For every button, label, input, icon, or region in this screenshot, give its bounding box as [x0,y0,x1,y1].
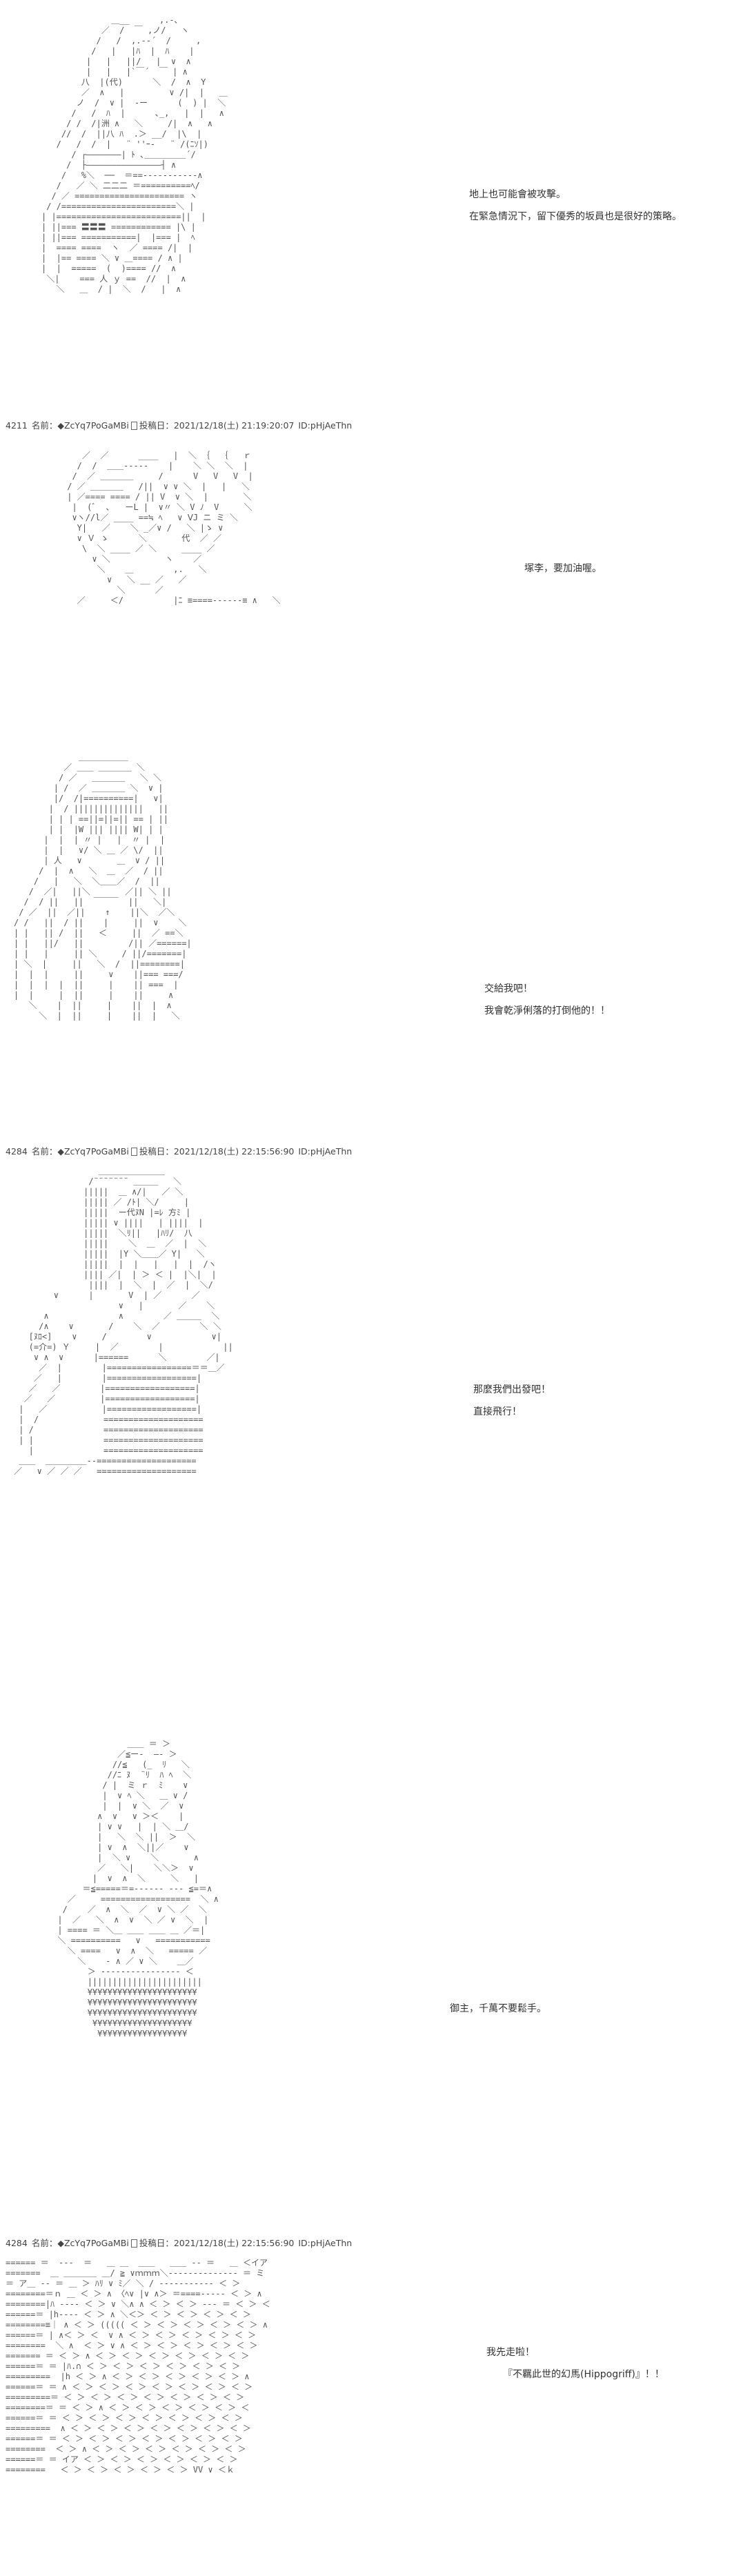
post-id: ID:pHjAeThn [298,2238,353,2248]
post-trip: ◆ZcYq7PoGaMBi [57,420,129,431]
panel-2: ／ ／ ____ | ＼ ｛ ｛ ｒ / / ＿＿-‐‐‐‐ | ＼ ＼ ＼ |… [0,431,732,728]
post-number: 4211 [6,420,28,431]
ascii-art-character: ＿__ ,.-､ ／ / ￣ ,ノ/ ヽ / / ,.-‐´ / , / | |… [41,15,228,294]
ascii-art-character: ＿＿＿＿＿＿＿＿ /¨¨¨¨¨¨¨ ＿＿＿ ＼ ||||| ＿ ∧/| ／ ＼ … [14,1166,233,1476]
post-name-label: 名前： [31,2238,58,2248]
dialogue-block-1: 地上也可能會被攻擊。 在緊急情況下，留下優秀的坂員也是很好的策略。 [469,188,682,223]
post-date: 投稿日：2021/12/18(土) 21:19:20:07 [139,420,295,431]
missing-glyph-icon [130,2239,137,2248]
panel-4: ＿＿＿＿＿＿＿＿ /¨¨¨¨¨¨¨ ＿＿＿ ＼ ||||| ＿ ∧/| ／ ＼ … [0,1159,732,1711]
dialogue-line: 『不羈此世的幻馬(Hippogriff)』！！ [503,2369,664,2380]
post-trip: ◆ZcYq7PoGaMBi [57,2238,129,2248]
dialogue-line: 地上也可能會被攻擊。 [469,189,566,200]
ascii-art-character: ====== ＝ ‐‐‐ ＝ ＿ ＿ ＿＿ ＿＿ ‐‐ ＝ ＿ ＜イア ====… [6,2258,270,2475]
dialogue-line: 交給我吧！ [484,983,533,994]
dialogue-line: 那麼我們出發吧！ [473,1384,551,1395]
missing-glyph-icon [130,422,137,430]
post-id: ID:pHjAeThn [298,1146,353,1157]
post-name-label: 名前： [31,1146,58,1157]
dialogue-block-6: 我先走啦！ 『不羈此世的幻馬(Hippogriff)』！！ [486,2346,664,2381]
ascii-art-character: ／ ／ ____ | ＼ ｛ ｛ ｒ / / ＿＿-‐‐‐‐ | ＼ ＼ ＼ |… [67,451,281,605]
dialogue-line: 我先走啦！ [486,2347,535,2358]
post-number: 4284 [6,1146,28,1157]
panel-5: ＿＿ ＝ ＞ ／≦ー‐ ―‐ ＞ //≦ (_ ﾘ ＼ //ﾆ ﾇ ¨ﾘ ﾊ ﾍ… [0,1725,732,2229]
panel-1: ＿__ ,.-､ ／ / ￣ ,ノ/ ヽ / / ,.-‐´ / , / | |… [0,0,732,414]
post-date: 投稿日：2021/12/18(土) 22:15:56:90 [139,1146,295,1157]
post-id: ID:pHjAeThn [298,420,353,431]
dialogue-block-4: 那麼我們出發吧！ 直接飛行！ [473,1384,551,1418]
dialogue-line: 我會乾淨俐落的打倒他的！！ [484,1005,610,1016]
dialogue-line: 御主，千萬不要鬆手。 [450,2003,546,2014]
dialogue-line: 直接飛行！ [473,1406,522,1417]
post-number: 4284 [6,2238,28,2248]
dialogue-block-3: 交給我吧！ 我會乾淨俐落的打倒他的！！ [484,983,610,1017]
post-trip: ◆ZcYq7PoGaMBi [57,1146,129,1157]
dialogue-line: 塚李，要加油喔。 [524,563,602,574]
post-name-label: 名前： [31,420,58,431]
ascii-art-character: ＿＿ ＝ ＞ ／≦ー‐ ―‐ ＞ //≦ (_ ﾘ ＼ //ﾆ ﾇ ¨ﾘ ﾊ ﾍ… [57,1739,219,2038]
dialogue-block-2: 塚李，要加油喔。 [524,562,602,575]
dialogue-block-5: 御主，千萬不要鬆手。 [450,2003,546,2015]
ascii-art-character: ＿＿＿＿＿＿ ／ ＿＿ ＿＿＿＿ ＼ / ／ ＿＿＿＿ ＼ ＼ | / ／ ＿＿… [14,752,192,1021]
dialogue-line: 在緊急情況下，留下優秀的坂員也是很好的策略。 [469,211,682,222]
panel-3: ＿＿＿＿＿＿ ／ ＿＿ ＿＿＿＿ ＼ / ／ ＿＿＿＿ ＼ ＼ | / ／ ＿＿… [0,752,732,1139]
post-date: 投稿日：2021/12/18(土) 22:15:56:90 [139,2238,295,2248]
missing-glyph-icon [130,1148,137,1156]
panel-6: ====== ＝ ‐‐‐ ＝ ＿ ＿ ＿＿ ＿＿ ‐‐ ＝ ＿ ＜イア ====… [0,2250,732,2574]
